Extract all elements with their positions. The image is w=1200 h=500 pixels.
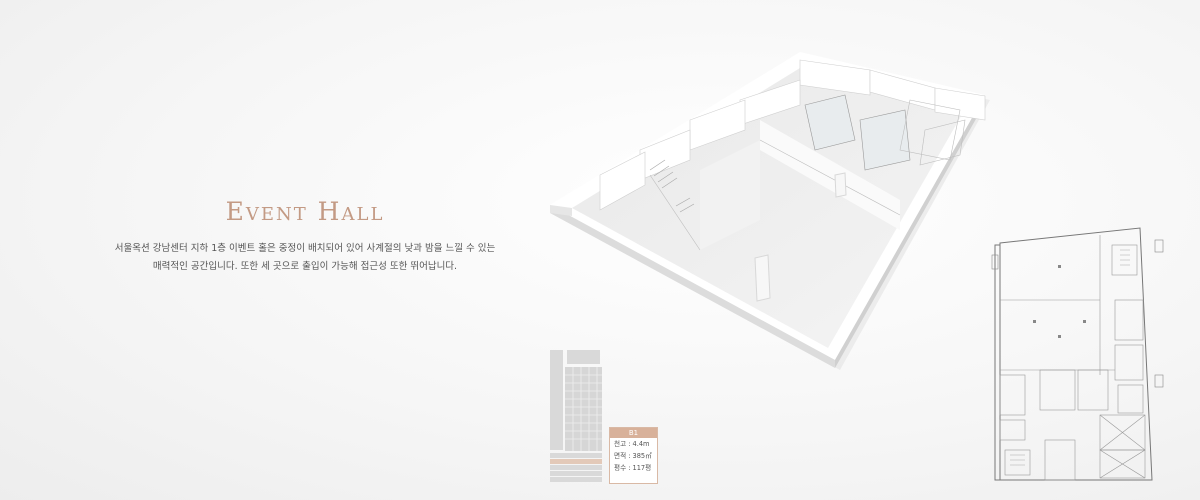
floor-badge: B1 [610, 428, 657, 438]
section-title: Event Hall [225, 197, 385, 226]
description-line: 서울옥션 강남센터 지하 1층 이벤트 홀은 중정이 배치되어 있어 사계절의 … [114, 243, 496, 254]
floor-plan-diagram [991, 227, 1164, 481]
floor-area: 면적 : 385㎡ [614, 452, 652, 460]
description-line: 매력적인 공간입니다. 또한 세 곳으로 출입이 가능해 접근성 또한 뛰어납니… [152, 261, 458, 272]
floor-pyeong: 평수 : 117평 [614, 464, 652, 472]
section-description: 서울옥션 강남센터 지하 1층 이벤트 홀은 중정이 배치되어 있어 사계절의 … [70, 240, 540, 276]
ceiling-height: 천고 : 4.4m [614, 440, 650, 448]
floor-info-card: B1 천고 : 4.4m 면적 : 385㎡ 평수 : 117평 [609, 427, 658, 484]
event-hall-3d-render [550, 52, 990, 370]
building-elevation-diagram [550, 350, 602, 482]
